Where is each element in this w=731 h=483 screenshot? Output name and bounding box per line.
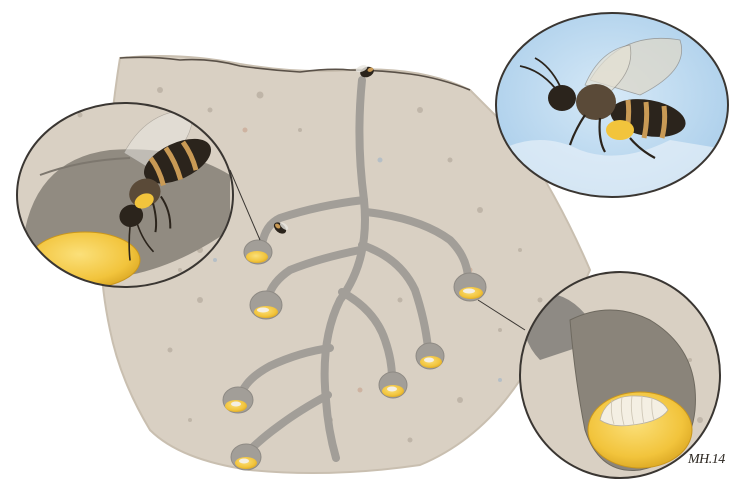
brood-cell xyxy=(244,240,272,264)
brood-cell xyxy=(379,372,407,398)
brood-cell xyxy=(223,387,253,413)
brood-cell xyxy=(454,273,486,301)
brood-cell xyxy=(231,444,261,470)
brood-cell xyxy=(250,291,282,319)
artist-signature: MH.14 xyxy=(688,452,725,468)
brood-cell xyxy=(416,343,444,369)
